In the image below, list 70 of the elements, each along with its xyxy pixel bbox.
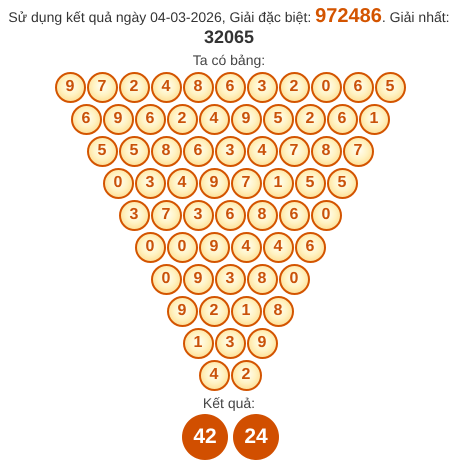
number-ball: 8 [246,200,278,230]
number-ball: 1 [262,168,294,198]
number-ball: 3 [118,200,150,230]
section-label: Kết quả: [202,394,256,412]
number-ball: 5 [86,136,118,166]
result-ball: 24 [233,414,279,460]
number-ball: 0 [278,264,310,294]
number-ball: 5 [262,104,294,134]
number-ball: 8 [182,72,214,102]
number-ball: 5 [326,168,358,198]
number-ball: 3 [214,328,246,358]
number-ball: 6 [214,72,246,102]
number-ball: 6 [182,136,214,166]
number-ball: 9 [198,168,230,198]
number-ball: 1 [358,104,390,134]
number-ball: 9 [166,296,198,326]
number-ball: 6 [342,72,374,102]
number-ball: 9 [54,72,86,102]
number-ball: 9 [182,264,214,294]
number-ball: 8 [150,136,182,166]
number-ball: 6 [294,232,326,262]
number-ball: 3 [182,200,214,230]
number-ball: 7 [230,168,262,198]
number-ball: 7 [342,136,374,166]
number-ball: 4 [150,72,182,102]
number-ball: 0 [134,232,166,262]
number-ball: 7 [150,200,182,230]
number-ball: 0 [150,264,182,294]
number-ball: 0 [102,168,134,198]
number-ball: 7 [278,136,310,166]
number-ball: 4 [230,232,262,262]
number-ball: 8 [246,264,278,294]
number-ball: 4 [198,360,230,390]
number-ball: 4 [262,232,294,262]
number-ball: 4 [166,168,198,198]
number-ball: 1 [182,328,214,358]
number-ball: 2 [166,104,198,134]
number-ball: 6 [278,200,310,230]
number-ball: 6 [134,104,166,134]
section-label: Ta có bảng: [192,51,266,69]
number-ball: 3 [246,72,278,102]
number-ball: 6 [214,200,246,230]
number-ball: 9 [198,232,230,262]
number-ball: 2 [118,72,150,102]
number-ball: 9 [102,104,134,134]
result-ball: 42 [182,414,228,460]
number-ball: 3 [134,168,166,198]
title: Sử dụng kết quả ngày 04-03-2026, Giải đặc biệt: 972486. Giải nhất: 32065 [7,6,451,48]
number-ball: 2 [198,296,230,326]
number-ball: 1 [230,296,262,326]
number-ball: 5 [294,168,326,198]
number-ball: 2 [278,72,310,102]
number-ball: 0 [310,72,342,102]
number-ball: 8 [310,136,342,166]
number-ball: 3 [214,136,246,166]
number-ball: 6 [326,104,358,134]
number-ball: 8 [262,296,294,326]
number-ball: 7 [86,72,118,102]
number-ball: 5 [118,136,150,166]
number-ball: 2 [294,104,326,134]
number-ball: 0 [166,232,198,262]
number-ball: 6 [70,104,102,134]
number-ball: 5 [374,72,406,102]
number-ball: 4 [246,136,278,166]
number-ball: 9 [230,104,262,134]
number-ball: 4 [198,104,230,134]
number-ball: 0 [310,200,342,230]
number-ball: 2 [230,360,262,390]
number-ball: 9 [246,328,278,358]
number-ball: 3 [214,264,246,294]
